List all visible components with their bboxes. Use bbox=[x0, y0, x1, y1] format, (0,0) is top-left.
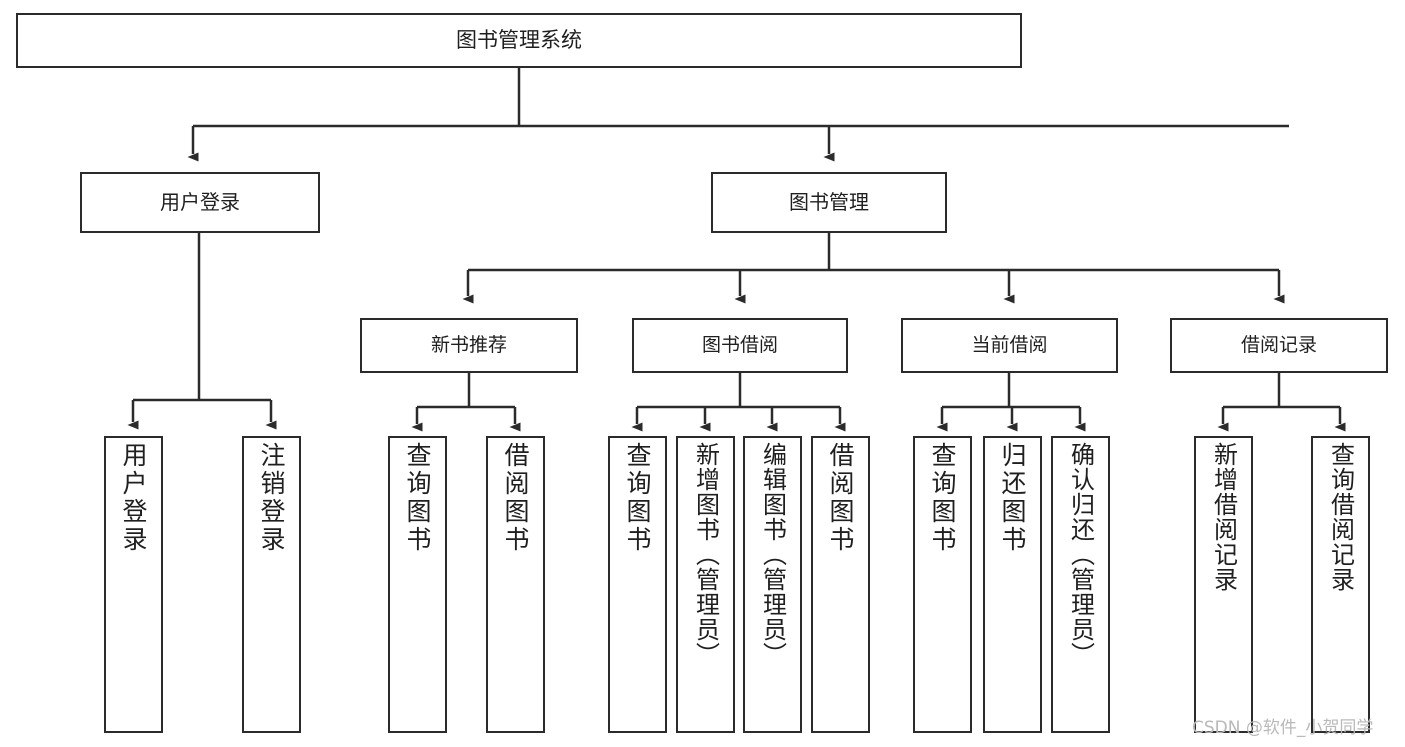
node-label: 归还图书 bbox=[998, 442, 1027, 554]
node-label: 用户登录 bbox=[119, 442, 148, 554]
leaf-borrow-record-query[interactable]: 查询借阅记录 bbox=[1311, 436, 1370, 733]
node-label: 查询图书 bbox=[403, 442, 432, 554]
node-label: 借阅记录 bbox=[1240, 333, 1317, 356]
leaf-book-borrow-add-admin[interactable]: 新增图书（管理员） bbox=[676, 436, 735, 733]
node-label: 图书管理 bbox=[789, 190, 869, 215]
node-book-borrow[interactable]: 图书借阅 bbox=[632, 318, 848, 373]
node-label: 查询图书 bbox=[623, 442, 652, 554]
node-book-management[interactable]: 图书管理 bbox=[711, 172, 947, 233]
leaf-book-borrow-borrow[interactable]: 借阅图书 bbox=[811, 436, 870, 733]
leaf-book-borrow-query[interactable]: 查询图书 bbox=[608, 436, 667, 733]
node-label: 用户登录 bbox=[160, 190, 240, 215]
node-root-system[interactable]: 图书管理系统 bbox=[16, 13, 1022, 68]
leaf-current-borrow-confirm-admin[interactable]: 确认归还（管理员） bbox=[1051, 436, 1110, 733]
node-label: 借阅图书 bbox=[501, 442, 530, 554]
leaf-book-borrow-edit-admin[interactable]: 编辑图书（管理员） bbox=[743, 436, 802, 733]
node-label: 借阅图书 bbox=[826, 442, 855, 554]
node-label: 新书推荐 bbox=[430, 333, 507, 356]
node-user-login[interactable]: 用户登录 bbox=[80, 172, 320, 233]
leaf-user-login-login[interactable]: 用户登录 bbox=[104, 436, 163, 733]
node-label: 新增图书（管理员） bbox=[691, 442, 720, 667]
node-borrow-record[interactable]: 借阅记录 bbox=[1170, 318, 1388, 373]
leaf-current-borrow-return[interactable]: 归还图书 bbox=[983, 436, 1042, 733]
leaf-new-book-query[interactable]: 查询图书 bbox=[388, 436, 447, 733]
node-new-book-recommend[interactable]: 新书推荐 bbox=[360, 318, 578, 373]
node-label: 确认归还（管理员） bbox=[1066, 442, 1095, 667]
node-label: 注销登录 bbox=[257, 442, 286, 554]
leaf-user-login-logout[interactable]: 注销登录 bbox=[242, 436, 301, 733]
node-label: 图书借阅 bbox=[701, 333, 778, 356]
node-label: 查询借阅记录 bbox=[1326, 442, 1355, 592]
node-label: 新增借阅记录 bbox=[1209, 442, 1238, 592]
node-label: 编辑图书（管理员） bbox=[758, 442, 787, 667]
leaf-current-borrow-query[interactable]: 查询图书 bbox=[913, 436, 972, 733]
leaf-borrow-record-add[interactable]: 新增借阅记录 bbox=[1194, 436, 1253, 733]
leaf-new-book-borrow[interactable]: 借阅图书 bbox=[486, 436, 545, 733]
node-label: 查询图书 bbox=[928, 442, 957, 554]
node-label: 当前借阅 bbox=[971, 333, 1048, 356]
node-current-borrow[interactable]: 当前借阅 bbox=[901, 318, 1118, 373]
node-label: 图书管理系统 bbox=[456, 27, 582, 52]
